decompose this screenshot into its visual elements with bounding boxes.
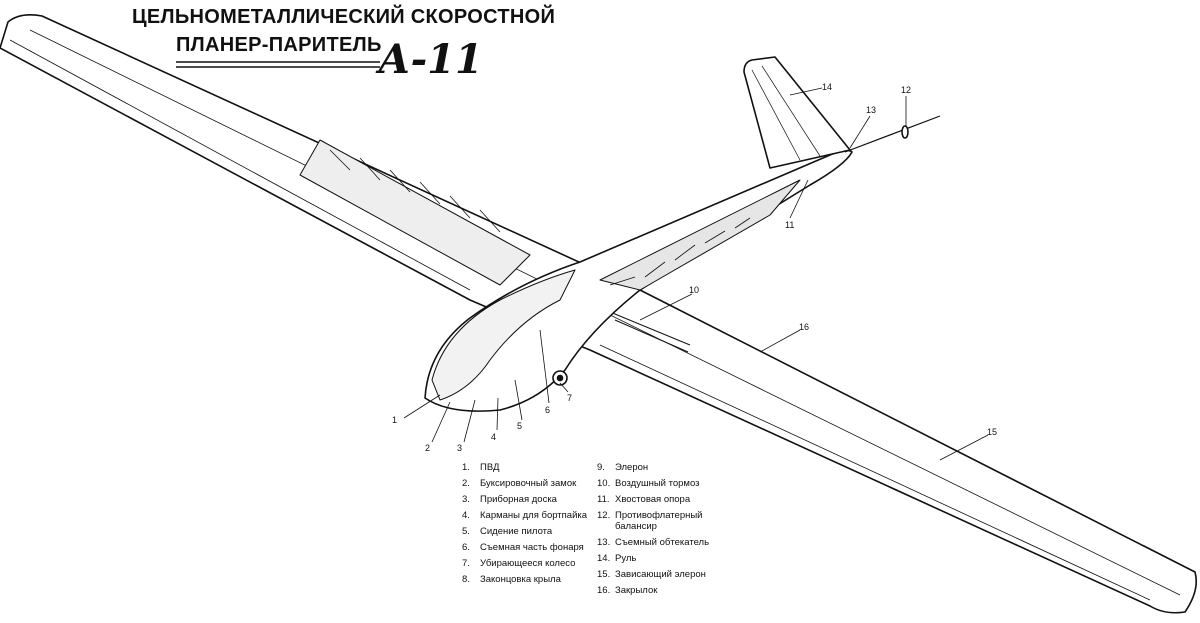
wing-trailing-line [9,39,1151,601]
legend-text: Элерон [615,462,649,473]
legend-text: Руль [615,553,637,564]
callout-13: 13 [866,105,876,115]
legend-text: Приборная доска [480,494,557,505]
legend-num: 7. [462,558,470,569]
legend-num: 6. [462,542,470,553]
legend-num: 8. [462,574,470,585]
callout-5: 5 [517,421,522,431]
legend-num: 3. [462,494,470,505]
legend-text: Зависающий элерон [615,569,706,580]
legend-item: 14. Руль [597,553,727,564]
legend-item: 11. Хвостовая опора [597,494,727,505]
legend-num: 11. [597,494,610,505]
callout-7: 7 [567,393,572,403]
legend-text: ПВД [480,462,500,473]
legend-left: 1. ПВД 2. Буксировочный замок 3. Приборная … [462,462,592,590]
callout-3: 3 [457,443,462,453]
legend-text: Съемная часть фонаря [480,542,584,553]
legend-text: Карманы для бортпайка [480,510,588,521]
callout-10: 10 [689,285,699,295]
legend-item: 10. Воздушный тормоз [597,478,727,489]
legend-item: 9. Элерон [597,462,727,473]
title-underline [176,61,380,68]
legend-item: 4. Карманы для бортпайка [462,510,592,521]
callout-2: 2 [425,443,430,453]
legend-item: 7. Убирающееся колесо [462,558,592,569]
legend-text: Воздушный тормоз [615,478,700,489]
callout-1: 1 [392,415,397,425]
callout-16: 16 [799,322,809,332]
model-name: А-11 [378,36,483,83]
callout-12: 12 [901,85,911,95]
legend-num: 5. [462,526,470,537]
title-line-2: ПЛАНЕР-ПАРИТЕЛЬ [176,34,382,56]
callout-6: 6 [545,405,550,415]
legend-text: Съемный обтекатель [615,537,710,548]
callout-15: 15 [987,427,997,437]
airbrake [609,311,691,353]
legend-num: 13. [597,537,611,548]
legend-text: Убирающееся колесо [480,558,576,569]
legend-num: 2. [462,478,470,489]
callout-14: 14 [822,82,832,92]
legend-item: 12. Противофлатерный балансир [597,510,727,532]
legend-text: Закрылок [615,585,658,596]
legend-item: 8. Законцовка крыла [462,574,592,585]
callout-4: 4 [491,432,496,442]
legend-item: 6. Съемная часть фонаря [462,542,592,553]
legend-text: Противофлатерный балансир [615,510,703,532]
legend-item: 3. Приборная доска [462,494,592,505]
antiflutter-balance [844,115,941,153]
callout-11: 11 [785,220,794,230]
legend-text: Законцовка крыла [480,574,561,585]
legend-num: 16. [597,585,611,596]
legend-item: 15. Зависающий элерон [597,569,727,580]
legend-item: 16. Закрылок [597,585,727,596]
legend-num: 4. [462,510,470,521]
canopy [431,269,576,401]
fuselage-cutaway [599,179,801,291]
title-line-1: ЦЕЛЬНОМЕТАЛЛИЧЕСКИЙ СКОРОСТНОЙ [132,6,556,28]
legend-num: 12. [597,510,611,521]
legend-text: Буксировочный замок [480,478,577,489]
legend-num: 1. [462,462,470,473]
legend-item: 5. Сидение пилота [462,526,592,537]
legend-num: 10. [597,478,611,489]
legend-num: 9. [597,462,605,473]
legend-item: 2. Буксировочный замок [462,478,592,489]
legend-text: Хвостовая опора [615,494,691,505]
legend-item: 13. Съемный обтекатель [597,537,727,548]
rudder-fin [743,56,851,169]
legend-item: 1. ПВД [462,462,592,473]
legend-text: Сидение пилота [480,526,553,537]
wing-cutaway [299,139,531,286]
legend-right: 9. Элерон 10. Воздушный тормоз 11. Хвостова… [597,462,727,601]
legend-num: 15. [597,569,611,580]
legend-num: 14. [597,553,611,564]
